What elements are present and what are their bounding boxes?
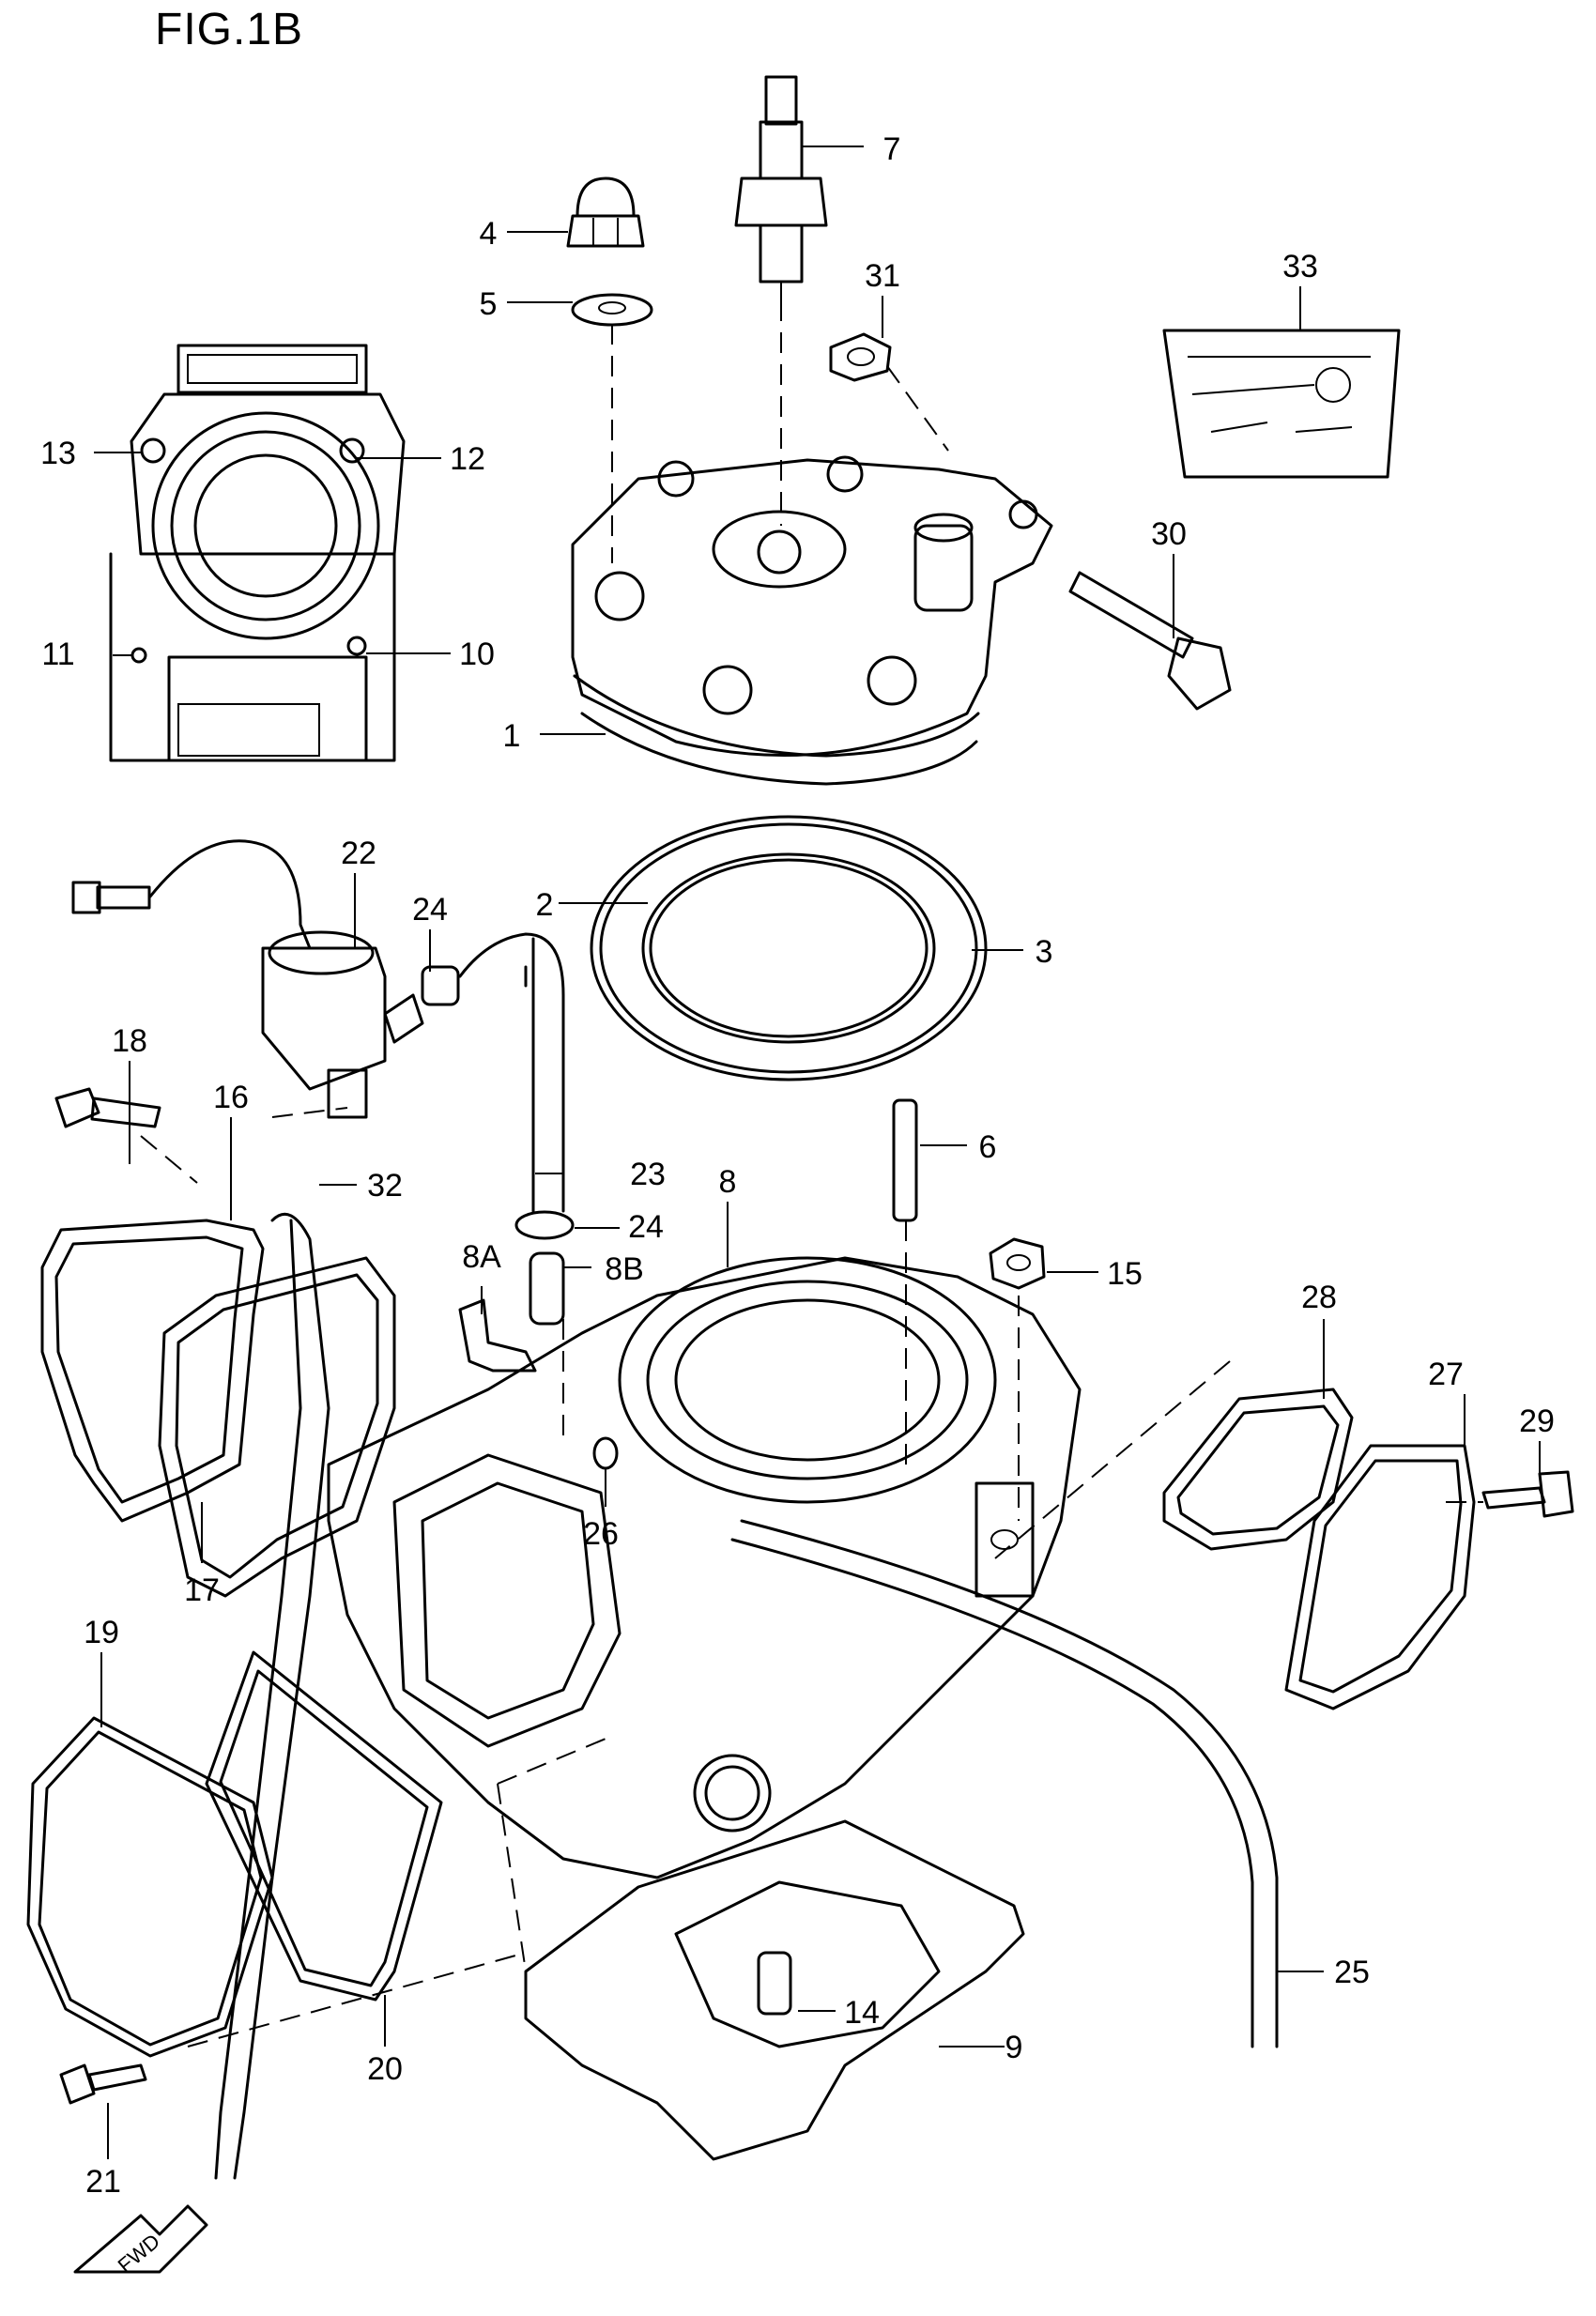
callout-19: 19 (84, 1615, 119, 1650)
callout-31: 31 (865, 258, 900, 294)
callout-16: 16 (213, 1080, 249, 1115)
gasket-17 (158, 1256, 396, 1598)
callout-27: 27 (1428, 1357, 1464, 1392)
callout-23: 23 (630, 1157, 666, 1192)
caution-label (1162, 329, 1401, 479)
leader-lines (94, 146, 1541, 2159)
fitting-8a (458, 1298, 537, 1373)
exhaust-cover (1284, 1444, 1476, 1710)
spark-plug (734, 75, 828, 300)
callout-17: 17 (184, 1572, 220, 1608)
callout-29: 29 (1519, 1403, 1555, 1439)
callout-18: 18 (112, 1023, 147, 1059)
nut-15 (989, 1237, 1046, 1290)
callout-3: 3 (1036, 934, 1053, 970)
callout-2: 2 (536, 887, 554, 923)
callout-12: 12 (450, 441, 485, 477)
callout-8a: 8A (462, 1239, 501, 1275)
cap-nut (566, 176, 645, 248)
bolt-29 (1481, 1470, 1574, 1518)
callout-32: 32 (367, 1168, 403, 1204)
callout-20: 20 (367, 2051, 403, 2087)
hose-32 (233, 1212, 330, 2180)
fwd-arrow-icon (73, 2204, 208, 2274)
callout-labels: 1 2 3 4 5 6 7 8 8A 8B 9 10 11 12 13 14 1… (40, 131, 1555, 2200)
cylinder-head (571, 455, 1053, 786)
dowel-14 (757, 1951, 792, 2016)
hose (458, 932, 565, 1213)
callout-15: 15 (1107, 1256, 1143, 1292)
callout-13: 13 (40, 436, 76, 471)
solenoid-valve (71, 839, 424, 1119)
callout-8b: 8B (605, 1251, 644, 1287)
flange-nut (829, 332, 892, 382)
callout-26: 26 (583, 1516, 619, 1552)
bolt-21 (59, 2063, 147, 2105)
callout-6: 6 (979, 1129, 997, 1165)
cylinder-body (327, 1256, 1082, 1879)
hose-25 (740, 1519, 1279, 2048)
gasket-28 (1162, 1388, 1354, 1551)
callout-9: 9 (1005, 2030, 1023, 2065)
callout-4: 4 (480, 216, 498, 252)
callout-24-lower: 24 (628, 1209, 664, 1245)
callout-30: 30 (1151, 516, 1187, 552)
washer (571, 293, 653, 327)
callout-5: 5 (480, 286, 498, 322)
hose-clamp (421, 965, 460, 1006)
reed-cover (26, 1716, 274, 2058)
stud-bolt (892, 1098, 918, 1222)
callout-21: 21 (85, 2164, 121, 2200)
cylinder-top-view (109, 344, 406, 762)
callout-22: 22 (341, 836, 376, 871)
callout-7: 7 (883, 131, 901, 167)
fitting-8b (529, 1251, 565, 1326)
gasket-20 (205, 1650, 443, 2002)
gasket-16 (40, 1219, 265, 1523)
callout-24-upper: 24 (412, 892, 448, 928)
callout-25: 25 (1334, 1955, 1370, 1990)
bolt-18 (54, 1087, 161, 1128)
dowel-pin (592, 1436, 619, 1470)
figure-title: FIG.1B (155, 5, 304, 54)
callout-10: 10 (459, 637, 495, 672)
callout-1: 1 (503, 718, 521, 754)
head-bolt (1068, 571, 1232, 711)
callout-8: 8 (719, 1164, 737, 1200)
fwd-label: FWD (114, 2229, 164, 2277)
callout-33: 33 (1282, 249, 1318, 284)
o-ring (641, 852, 936, 1044)
head-gasket (590, 815, 988, 1081)
hose-clamp-lower (514, 1210, 575, 1240)
base-gasket (524, 1819, 1025, 2161)
callout-28: 28 (1301, 1280, 1337, 1315)
callout-14: 14 (844, 1995, 880, 2031)
callout-11: 11 (41, 637, 74, 672)
